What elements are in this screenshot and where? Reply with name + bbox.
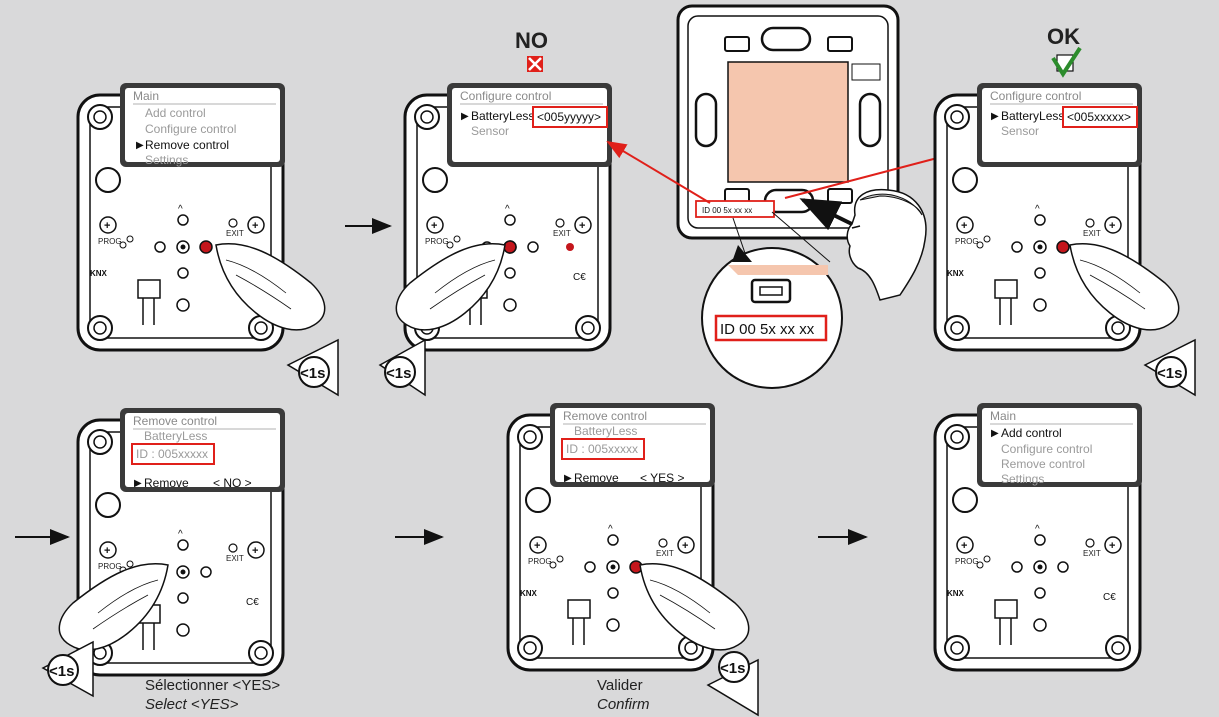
svg-text:PROG: PROG (955, 237, 979, 246)
svg-text:Main: Main (990, 409, 1016, 423)
svg-text:ID : 005xxxxx: ID : 005xxxxx (136, 447, 208, 461)
device-2: Configure control ▶ BatteryLess <005yyyy… (378, 81, 614, 397)
svg-text:Remove control: Remove control (563, 409, 647, 423)
sensor-device: ID 00 5x xx xx (676, 4, 900, 240)
svg-text:EXIT: EXIT (656, 549, 674, 558)
device-3: Configure control ▶ BatteryLess <005xxxx… (933, 81, 1196, 397)
caption-select-en: Select <YES> (145, 696, 239, 713)
svg-text:Remove: Remove (574, 471, 619, 485)
svg-text:EXIT: EXIT (226, 229, 244, 238)
ok-label: OK (1047, 24, 1080, 49)
svg-text:KNX: KNX (520, 589, 538, 598)
svg-text:Remove: Remove (144, 476, 189, 490)
device-4: Remove control BatteryLess ID : 005xxxxx… (41, 406, 287, 698)
svg-text:ID : 005xxxxx: ID : 005xxxxx (566, 442, 638, 456)
svg-text:<1s: <1s (49, 663, 74, 680)
svg-text:<1s: <1s (300, 365, 325, 382)
caption-confirm-fr: Valider (597, 677, 643, 694)
svg-text:Configure control: Configure control (990, 89, 1081, 103)
svg-text:Settings: Settings (1001, 472, 1044, 486)
caption-confirm-en: Confirm (597, 696, 650, 713)
svg-text:Add control: Add control (145, 106, 206, 120)
svg-text:BatteryLess: BatteryLess (1001, 109, 1064, 123)
svg-text:▶: ▶ (564, 473, 572, 484)
sensor-solar-cell (727, 61, 849, 183)
person-head-icon (846, 188, 927, 301)
sensor-id-label: ID 00 5x xx xx (702, 206, 752, 215)
svg-text:<1s: <1s (1157, 365, 1182, 382)
svg-text:C€: C€ (246, 597, 259, 608)
svg-text:EXIT: EXIT (553, 229, 571, 238)
svg-text:BatteryLess: BatteryLess (144, 429, 207, 443)
svg-text:PROG: PROG (528, 557, 552, 566)
svg-text:Add control: Add control (1001, 426, 1062, 440)
svg-text:Remove control: Remove control (1001, 457, 1085, 471)
device-6: Main ▶ Add control Configure control Rem… (933, 401, 1144, 672)
svg-text:KNX: KNX (90, 269, 108, 278)
svg-text:Configure control: Configure control (460, 89, 551, 103)
svg-text:KNX: KNX (947, 589, 965, 598)
svg-text:Configure control: Configure control (145, 122, 236, 136)
lcd-title-1: Main (133, 89, 159, 103)
svg-text:EXIT: EXIT (1083, 229, 1101, 238)
id-zoom-magnifier: ID 00 5x xx xx (701, 247, 843, 389)
svg-text:PROG: PROG (98, 237, 122, 246)
device-1: Main Add control Configure control ▶ Rem… (76, 81, 339, 397)
check-icon (1051, 46, 1082, 78)
svg-text:C€: C€ (1103, 592, 1116, 603)
svg-text:BatteryLess: BatteryLess (471, 109, 534, 123)
svg-text:< YES >: < YES > (640, 471, 684, 485)
svg-text:C€: C€ (573, 272, 586, 283)
svg-text:Configure control: Configure control (1001, 442, 1092, 456)
svg-text:Settings: Settings (145, 153, 188, 167)
sensor-id-zoom: ID 00 5x xx xx (720, 321, 815, 338)
svg-text:▶: ▶ (134, 478, 142, 489)
svg-text:PROG: PROG (425, 237, 449, 246)
svg-text:▶: ▶ (991, 111, 999, 122)
svg-text:Sensor: Sensor (1001, 124, 1039, 138)
svg-text:▶: ▶ (991, 428, 999, 439)
svg-text:KNX: KNX (947, 269, 965, 278)
no-label: NO (515, 28, 548, 53)
svg-text:PROG: PROG (98, 562, 122, 571)
svg-text:▶: ▶ (461, 111, 469, 122)
svg-text:< NO >: < NO > (213, 476, 252, 490)
svg-text:<1s: <1s (386, 365, 411, 382)
svg-text:Remove control: Remove control (133, 414, 217, 428)
svg-text:<1s: <1s (720, 660, 745, 677)
svg-text:EXIT: EXIT (1083, 549, 1101, 558)
caption-select-fr: Sélectionner <YES> (145, 677, 280, 694)
wrong-id-value: <005yyyyy> (537, 110, 601, 124)
correct-id-value: <005xxxxx> (1067, 110, 1131, 124)
svg-text:Remove control: Remove control (145, 138, 229, 152)
mismatch-arrow (606, 140, 711, 204)
svg-text:EXIT: EXIT (226, 554, 244, 563)
ok-button-pressed (199, 240, 213, 254)
svg-text:Sensor: Sensor (471, 124, 509, 138)
svg-text:PROG: PROG (955, 557, 979, 566)
svg-text:BatteryLess: BatteryLess (574, 424, 637, 438)
device-5: Remove control BatteryLess ID : 005xxxxx… (506, 401, 759, 717)
svg-text:▶: ▶ (136, 140, 144, 151)
